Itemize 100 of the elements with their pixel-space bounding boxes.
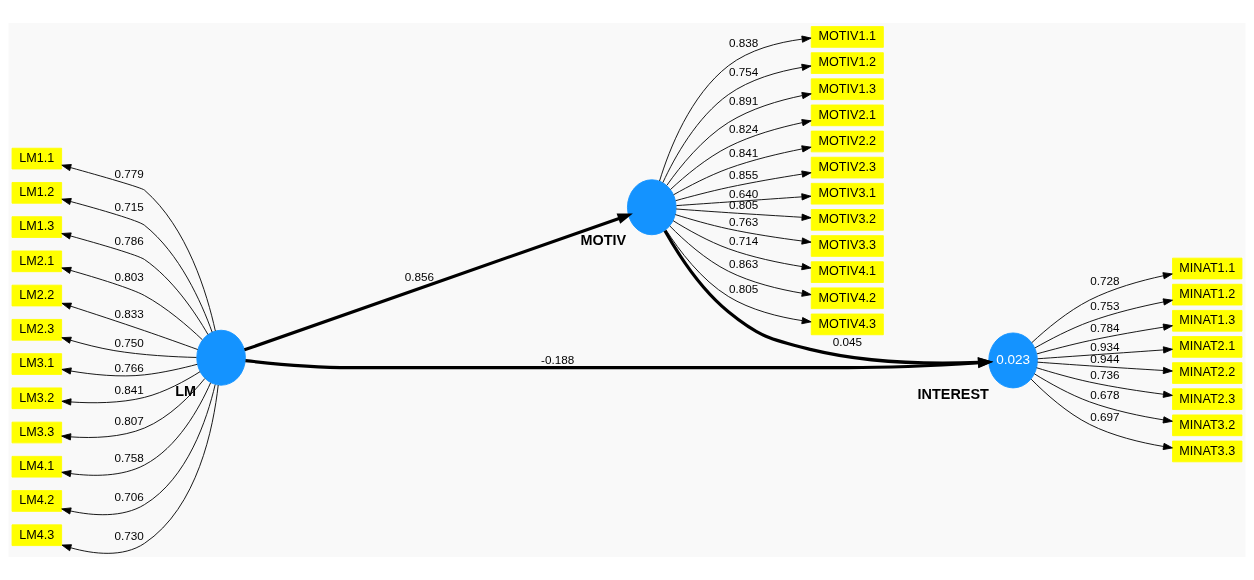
node-box: LM2.1 [11,250,63,273]
edge-label: -0.188 [541,353,575,367]
arrow [675,193,812,207]
arrow [61,232,209,335]
edge-label: 0.753 [1090,299,1120,313]
edge-label: 0.807 [114,413,144,427]
node-box: MOTIV1.3 [810,78,884,101]
node-box: LM1.1 [11,147,63,170]
edge-label: 0.803 [114,269,144,283]
edge-label: 0.750 [114,336,144,350]
node-box: MOTIV2.3 [810,156,884,179]
node-box: MINAT3.2 [1172,414,1243,437]
node-box: MINAT2.3 [1172,388,1243,410]
arrow [61,266,203,341]
edge-label: 0.863 [729,256,759,270]
node-box: MOTIV3.1 [810,182,884,205]
arrow [1033,373,1173,424]
edge-label: 0.805 [729,198,759,212]
edge-label: 0.706 [114,490,144,504]
node-box: MOTIV2.2 [810,130,884,153]
arrow [245,357,994,370]
arrow [674,214,812,245]
node-box: MOTIV2.1 [810,104,884,127]
node-box: MOTIV3.3 [810,235,884,257]
arrow [61,371,201,406]
edge-label: 0.784 [1090,320,1120,334]
arrow [1031,272,1173,344]
edge-label: 0.730 [114,529,144,543]
arrow [675,208,812,221]
node-label: MOTIV [580,232,627,249]
arrow [675,170,812,202]
edge-label: 0.766 [114,360,144,374]
arrow [1034,298,1173,349]
edge-label: 0.855 [729,167,759,181]
arrow [61,336,197,358]
arrow [659,35,812,182]
arrow [61,363,198,377]
arrow [673,145,812,196]
arrow [666,92,812,186]
edge-label: 0.728 [1090,274,1120,288]
edge-label: 0.714 [729,234,759,248]
node-box: MOTIV3.2 [810,209,884,231]
node-box: LM4.3 [11,524,63,547]
arrow [61,164,216,332]
arrow [670,119,812,190]
edge-label: 0.856 [404,269,434,283]
edge-label: 0.736 [1090,367,1120,381]
edge-label: 0.786 [114,234,144,248]
node-box: MOTIV1.1 [810,26,884,48]
arrow [61,384,216,516]
edge-label: 0.754 [729,65,759,79]
node-circle [196,329,246,386]
edge-label: 0.805 [729,282,759,296]
arrow [61,382,212,478]
edge-label: 0.838 [729,36,759,50]
arrow [669,225,812,297]
arrow [663,229,994,368]
arrow [672,220,812,271]
node-box: LM4.1 [11,455,63,478]
node-box: MOTIV1.2 [810,52,884,74]
arrow [1030,378,1173,451]
arrow [61,198,213,333]
node-label: LM [175,382,196,399]
edge-label: 0.763 [729,214,759,228]
node-box: MOTIV4.1 [810,261,884,283]
edge-label: 0.697 [1090,410,1120,424]
node-box: MOTIV4.2 [810,287,884,310]
edge-label: 0.934 [1090,339,1120,353]
edge-label: 0.779 [114,166,144,180]
node-circle [627,179,677,236]
node-box: LM1.3 [11,216,63,238]
node-box: MINAT1.1 [1172,257,1243,280]
node-box: MOTIV4.3 [810,313,884,336]
node-box: MINAT2.2 [1172,362,1243,384]
node-box: MINAT1.3 [1172,309,1243,332]
node-box: LM3.2 [11,387,63,410]
node-box: MINAT1.2 [1172,283,1243,306]
edge-label: 0.944 [1090,351,1120,365]
arrow [1037,346,1173,360]
edge-label: 0.833 [114,307,144,321]
node-box: LM3.3 [11,421,63,444]
edge-label: 0.824 [729,121,759,135]
edge-label: 0.891 [729,93,759,107]
arrow [665,229,812,325]
edge-label: 0.841 [114,383,144,397]
node-box: LM1.2 [11,182,63,204]
edge-label: 0.715 [114,200,144,214]
edge-label: 0.758 [114,450,144,464]
arrow [61,302,199,350]
node-box: LM2.2 [11,284,63,307]
node-ellipse: 0.023 [988,332,1038,389]
edge-label: 0.045 [832,335,862,349]
node-box: LM3.1 [11,353,63,375]
node-box: MINAT2.1 [1172,336,1243,358]
node-box: LM4.2 [11,490,63,512]
edge-label: 0.841 [729,146,759,160]
node-box: LM2.3 [11,319,63,341]
arrow [1036,367,1173,398]
arrow [1036,323,1173,355]
arrow [243,213,633,352]
